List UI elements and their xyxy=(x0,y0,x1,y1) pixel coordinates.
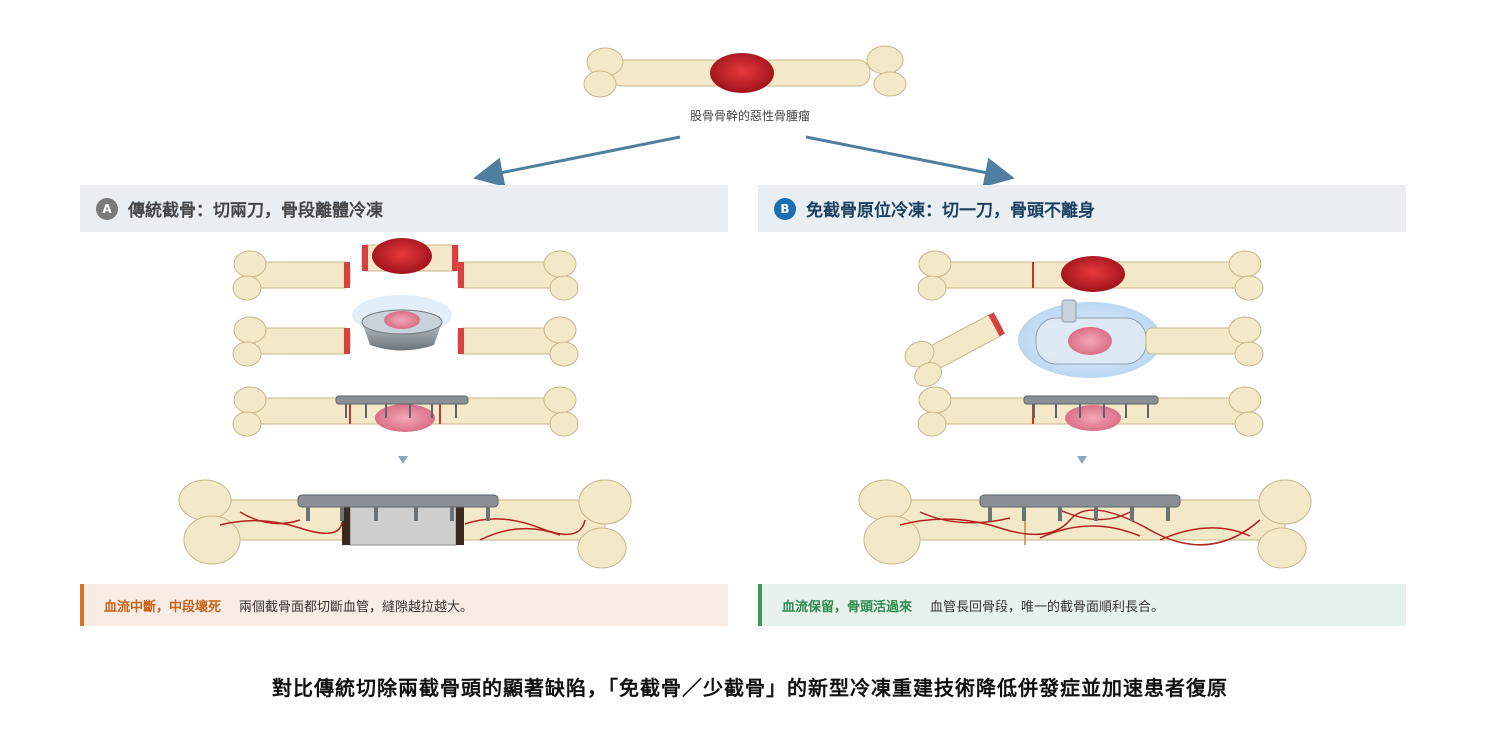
panel-a-title: 傳統截骨：切兩刀，骨段離體冷凍 xyxy=(128,201,383,221)
top-bone xyxy=(583,45,907,98)
top-tumor xyxy=(710,53,774,93)
panel-b-result-title: 血流保留，骨頭活過來 xyxy=(782,599,913,615)
panel-b-final-bone xyxy=(858,479,1312,569)
bottom-caption: 對比傳統切除兩截骨頭的顯著缺陷，「免截骨／少截骨」的新型冷凍重建技術降低併發症並… xyxy=(272,676,1228,700)
panel-b-badge: B xyxy=(774,197,796,220)
panel-a-result-title: 血流中斷，中段壞死 xyxy=(104,599,222,615)
panel-a-badge: A xyxy=(96,197,118,220)
panel-a-step2 xyxy=(232,295,579,367)
panel-a-step3 xyxy=(232,386,579,437)
panel-b-down-arrow xyxy=(1077,456,1087,464)
panel-b-step1 xyxy=(917,250,1264,301)
panel-a-down-arrow xyxy=(398,456,408,464)
panel-a-step1 xyxy=(232,238,579,301)
panel-b-step2 xyxy=(904,299,1264,387)
arrow-left xyxy=(473,135,681,188)
panel-a-result-desc: 兩個截骨面都切斷血管，縫隙越拉越大。 xyxy=(239,599,474,615)
panel-a-result: 血流中斷，中段壞死 兩個截骨面都切斷血管，縫隙越拉越大。 xyxy=(80,584,728,626)
panel-b-header: B 免截骨原位冷凍：切一刀，骨頭不離身 xyxy=(758,185,1406,232)
panel-a-final-bone xyxy=(178,479,632,569)
panel-b-result-desc: 血管長回骨段，唯一的截骨面順利長合。 xyxy=(930,599,1165,615)
panel-b-result: 血流保留，骨頭活過來 血管長回骨段，唯一的截骨面順利長合。 xyxy=(758,584,1406,626)
top-caption: 股骨骨幹的惡性骨腫瘤 xyxy=(689,109,810,123)
panel-b-title: 免截骨原位冷凍：切一刀，骨頭不離身 xyxy=(806,201,1095,221)
panel-a-header: A 傳統截骨：切兩刀，骨段離體冷凍 xyxy=(80,185,728,232)
arrow-right xyxy=(805,135,1015,188)
panel-b-step3 xyxy=(917,386,1264,437)
